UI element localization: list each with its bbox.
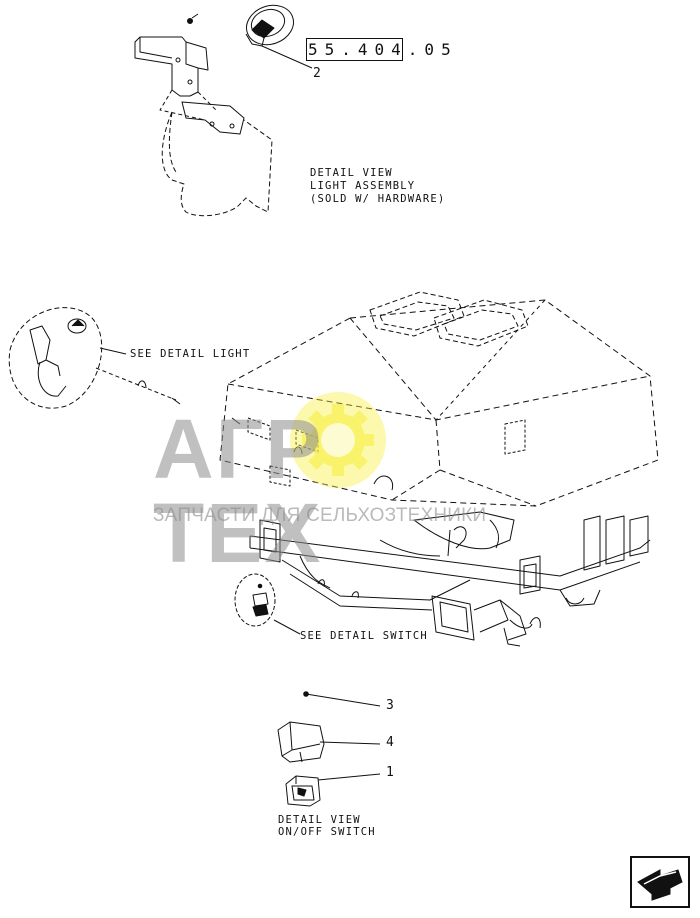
see-detail-light-label: SEE DETAIL LIGHT (130, 348, 251, 360)
switch-detail (277, 691, 381, 807)
callout-2: 2 (313, 66, 321, 81)
detail-light-line-1: DETAIL VIEW (310, 167, 393, 179)
watermark-tagline: ЗАПЧАСТИ ДЛЯ СЕЛЬХОЗТЕХНИКИ (153, 505, 487, 526)
detail-light-line-3: (SOLD W/ HARDWARE) (310, 193, 446, 205)
detail-light-line-2: LIGHT ASSEMBLY (310, 180, 416, 192)
light-assembly-detail (134, 4, 313, 217)
watermark-brand-right: ТЕХ (153, 486, 323, 580)
detail-switch-line-1: DETAIL VIEW (278, 814, 361, 826)
reference-box (306, 38, 403, 61)
watermark-brand-left: АГР (153, 402, 324, 496)
callout-3: 3 (386, 698, 394, 713)
light-detail-callout (8, 307, 177, 409)
watermark-brand: АГРТЕХ (153, 407, 553, 575)
next-page-arrow-icon[interactable] (630, 856, 690, 908)
switch-detail-callout (234, 573, 301, 635)
callout-4: 4 (386, 735, 394, 750)
see-detail-switch-label: SEE DETAIL SWITCH (300, 630, 428, 642)
detail-switch-line-2: ON/OFF SWITCH (278, 826, 376, 838)
reference-code: 55.404.05 (308, 40, 458, 59)
machine-assembly (137, 291, 659, 647)
callout-1: 1 (386, 765, 394, 780)
watermark-gear-icon (290, 392, 386, 488)
